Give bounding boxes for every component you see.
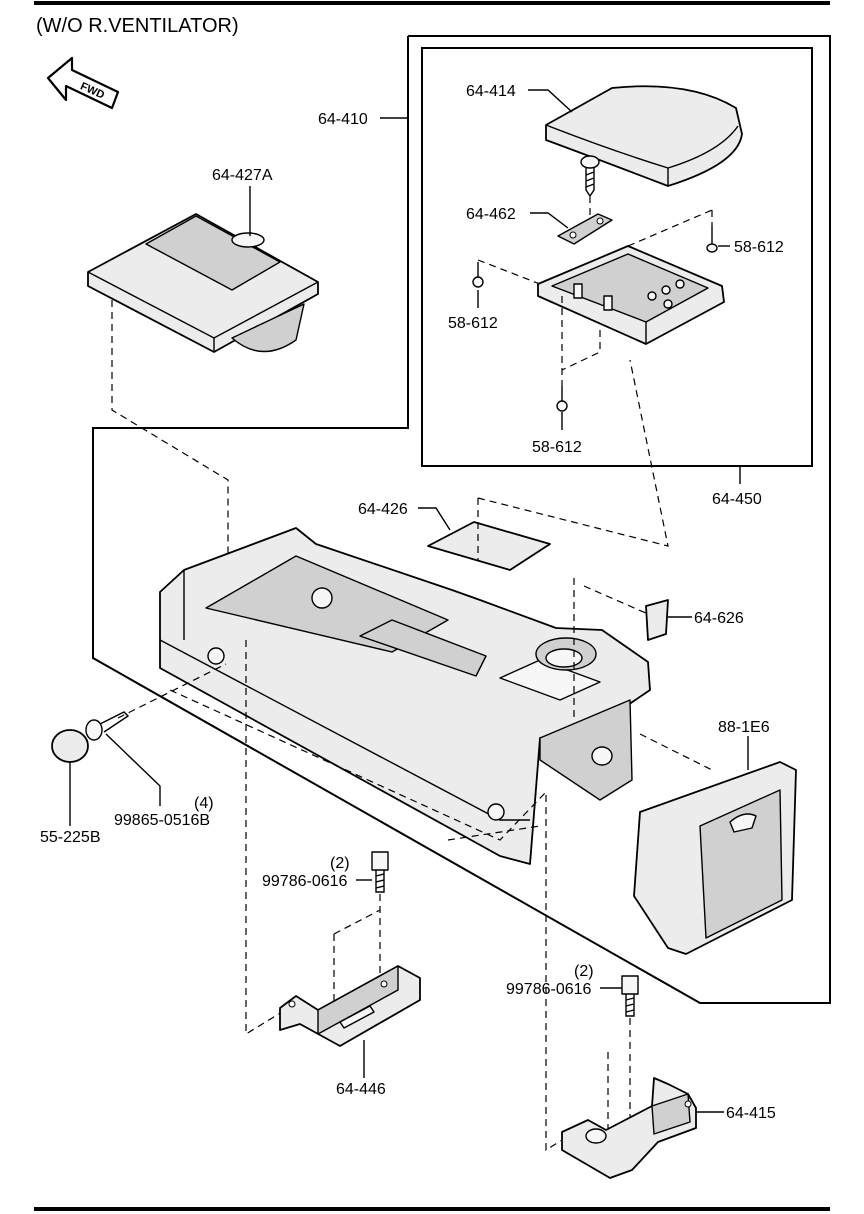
part-64-462-latch — [557, 213, 613, 245]
part-tray-box — [537, 245, 725, 345]
label-99786-qty-lower: (2) — [574, 963, 594, 980]
label-58-612-left: 58-612 — [448, 315, 498, 332]
label-64-446: 64-446 — [336, 1081, 386, 1098]
label-99786-0616-lower: 99786-0616 — [506, 981, 592, 998]
label-64-415: 64-415 — [726, 1105, 776, 1122]
label-64-626: 64-626 — [694, 610, 744, 627]
assembly-outline-64-410 — [92, 35, 831, 1004]
dash-line — [477, 359, 669, 547]
part-64-426-pad — [427, 521, 551, 571]
part-64-427a-lid — [87, 213, 319, 353]
bolt-99786-icon — [371, 851, 389, 893]
dash-line — [627, 209, 713, 247]
label-64-462: 64-462 — [466, 206, 516, 223]
part-64-414-lid — [545, 85, 743, 187]
label-64-450: 64-450 — [712, 491, 762, 508]
dash-line — [583, 585, 649, 615]
pin-58-612-icon — [472, 262, 484, 288]
dash-line — [561, 296, 601, 386]
label-64-414: 64-414 — [466, 83, 516, 100]
label-64-410: 64-410 — [318, 111, 368, 128]
pin-58-612-icon — [556, 386, 568, 412]
leader-line — [528, 89, 573, 113]
fwd-arrow-icon: FWD — [46, 56, 120, 110]
part-55-225b-plug — [51, 729, 89, 763]
label-99786-qty-upper: (2) — [330, 855, 350, 872]
dash-line — [477, 259, 541, 285]
label-99865-qty: (4) — [194, 795, 214, 812]
label-64-427a: 64-427A — [212, 167, 273, 184]
part-64-415-bracket — [561, 1077, 697, 1179]
dash-line — [117, 663, 227, 719]
label-88-1e6: 88-1E6 — [718, 719, 770, 736]
bolt-99786-icon — [621, 975, 639, 1017]
part-64-446-bracket — [279, 965, 421, 1047]
part-console-body — [159, 527, 651, 865]
dash-line — [245, 640, 283, 1036]
label-64-426: 64-426 — [358, 501, 408, 518]
pin-58-612-icon — [706, 226, 718, 253]
part-64-626-clip — [645, 599, 669, 641]
screw-icon — [580, 155, 600, 198]
assembly-box-64-450 — [421, 47, 813, 467]
dash-line — [333, 909, 381, 935]
part-88-1e6-cover — [633, 761, 797, 955]
dash-line — [639, 733, 713, 771]
label-55-225b: 55-225B — [40, 829, 101, 846]
leader-line — [530, 212, 569, 229]
label-99865-0516b: 99865-0516B — [114, 812, 210, 829]
dash-line — [111, 300, 229, 600]
leader-line — [418, 507, 451, 531]
label-58-612-bottom: 58-612 — [532, 439, 582, 456]
dash-line — [447, 825, 541, 841]
label-58-612-right: 58-612 — [734, 239, 784, 256]
dash-line — [169, 689, 563, 1152]
diagram-title: (W/O R.VENTILATOR) — [36, 15, 239, 37]
label-99786-0616-upper: 99786-0616 — [262, 873, 348, 890]
leader-line — [105, 733, 161, 806]
screw-99865-icon — [85, 711, 130, 741]
